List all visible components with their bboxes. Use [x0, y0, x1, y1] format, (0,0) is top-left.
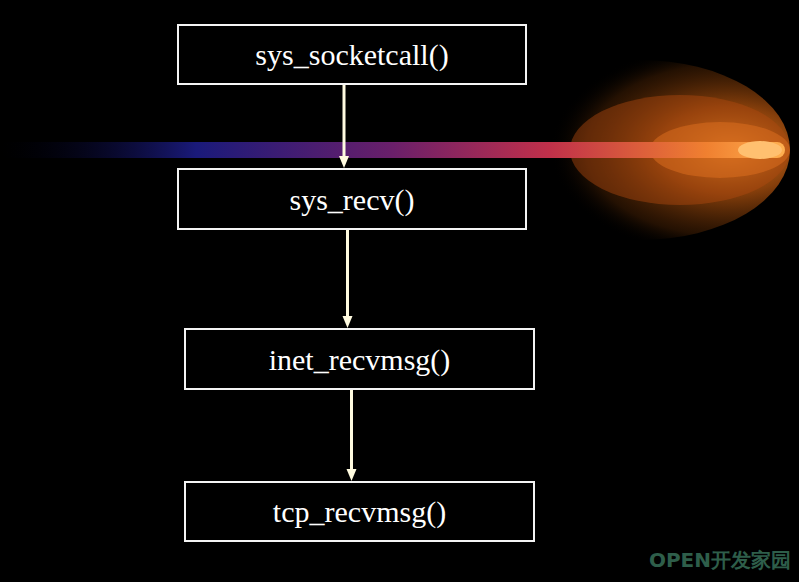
- process-box: sys_recv(): [177, 168, 527, 230]
- flow-arrow: [339, 85, 349, 168]
- flow-arrow: [343, 230, 353, 328]
- function-name: sys_recv(): [290, 183, 415, 216]
- process-box: tcp_recvmsg(): [184, 481, 535, 542]
- process-box: inet_recvmsg(): [184, 328, 535, 390]
- function-name: sys_socketcall(): [255, 38, 448, 71]
- function-name: inet_recvmsg(): [269, 343, 451, 376]
- flow-arrow: [347, 390, 357, 481]
- function-name: tcp_recvmsg(): [273, 495, 446, 528]
- process-box: sys_socketcall(): [177, 24, 527, 85]
- watermark: OPEN开发家园: [649, 547, 791, 574]
